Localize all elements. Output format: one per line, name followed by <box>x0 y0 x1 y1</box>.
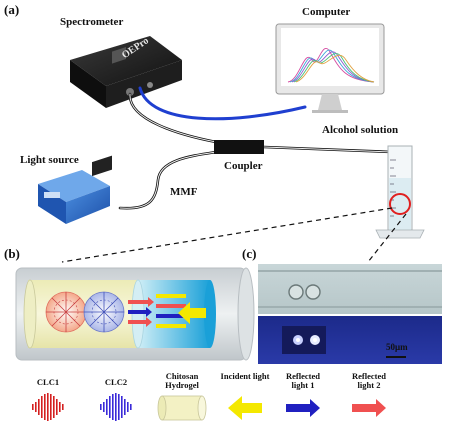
computer-label: Computer <box>302 6 351 18</box>
capillary-schematic <box>15 267 255 361</box>
panel-label-c: (c) <box>242 246 257 261</box>
micrograph <box>258 264 442 364</box>
legend-chitosan-label: Chitosan Hydrogel <box>165 371 199 390</box>
coupler-label: Coupler <box>224 160 263 172</box>
legend-reflected1-label: Reflected light 1 <box>286 371 320 390</box>
legend-clc2-spectrum <box>100 393 132 421</box>
alcohol-solution-label: Alcohol solution <box>322 124 399 136</box>
legend-clc2-label: CLC2 <box>104 377 128 387</box>
mmf-label: MMF <box>170 186 198 198</box>
light-source-device <box>38 155 112 224</box>
beam-arrows <box>128 294 206 328</box>
zoom-indicator-lines <box>61 207 407 263</box>
computer-monitor <box>275 23 385 113</box>
spectrometer-device <box>70 36 182 108</box>
legend-clc1-label: CLC1 <box>36 377 60 387</box>
legend-clc1-spectrum <box>32 393 64 421</box>
legend-incident-label: Incident light <box>220 371 270 381</box>
legend-incident-arrow <box>228 396 262 420</box>
panel-label-b: (b) <box>4 246 20 261</box>
legend-reflected1-arrow <box>286 399 320 417</box>
coupler-device <box>214 140 264 154</box>
legend-hydrogel-icon <box>157 395 207 421</box>
spectrometer-label: Spectrometer <box>60 16 124 28</box>
legend-reflected2-label: Reflected light 2 <box>352 371 386 390</box>
light-source-label: Light source <box>20 154 79 166</box>
scale-bar-label: 50μm <box>386 342 408 352</box>
graduated-cylinder <box>375 145 425 239</box>
panel-label-a: (a) <box>4 2 20 17</box>
legend-reflected2-arrow <box>352 399 386 417</box>
